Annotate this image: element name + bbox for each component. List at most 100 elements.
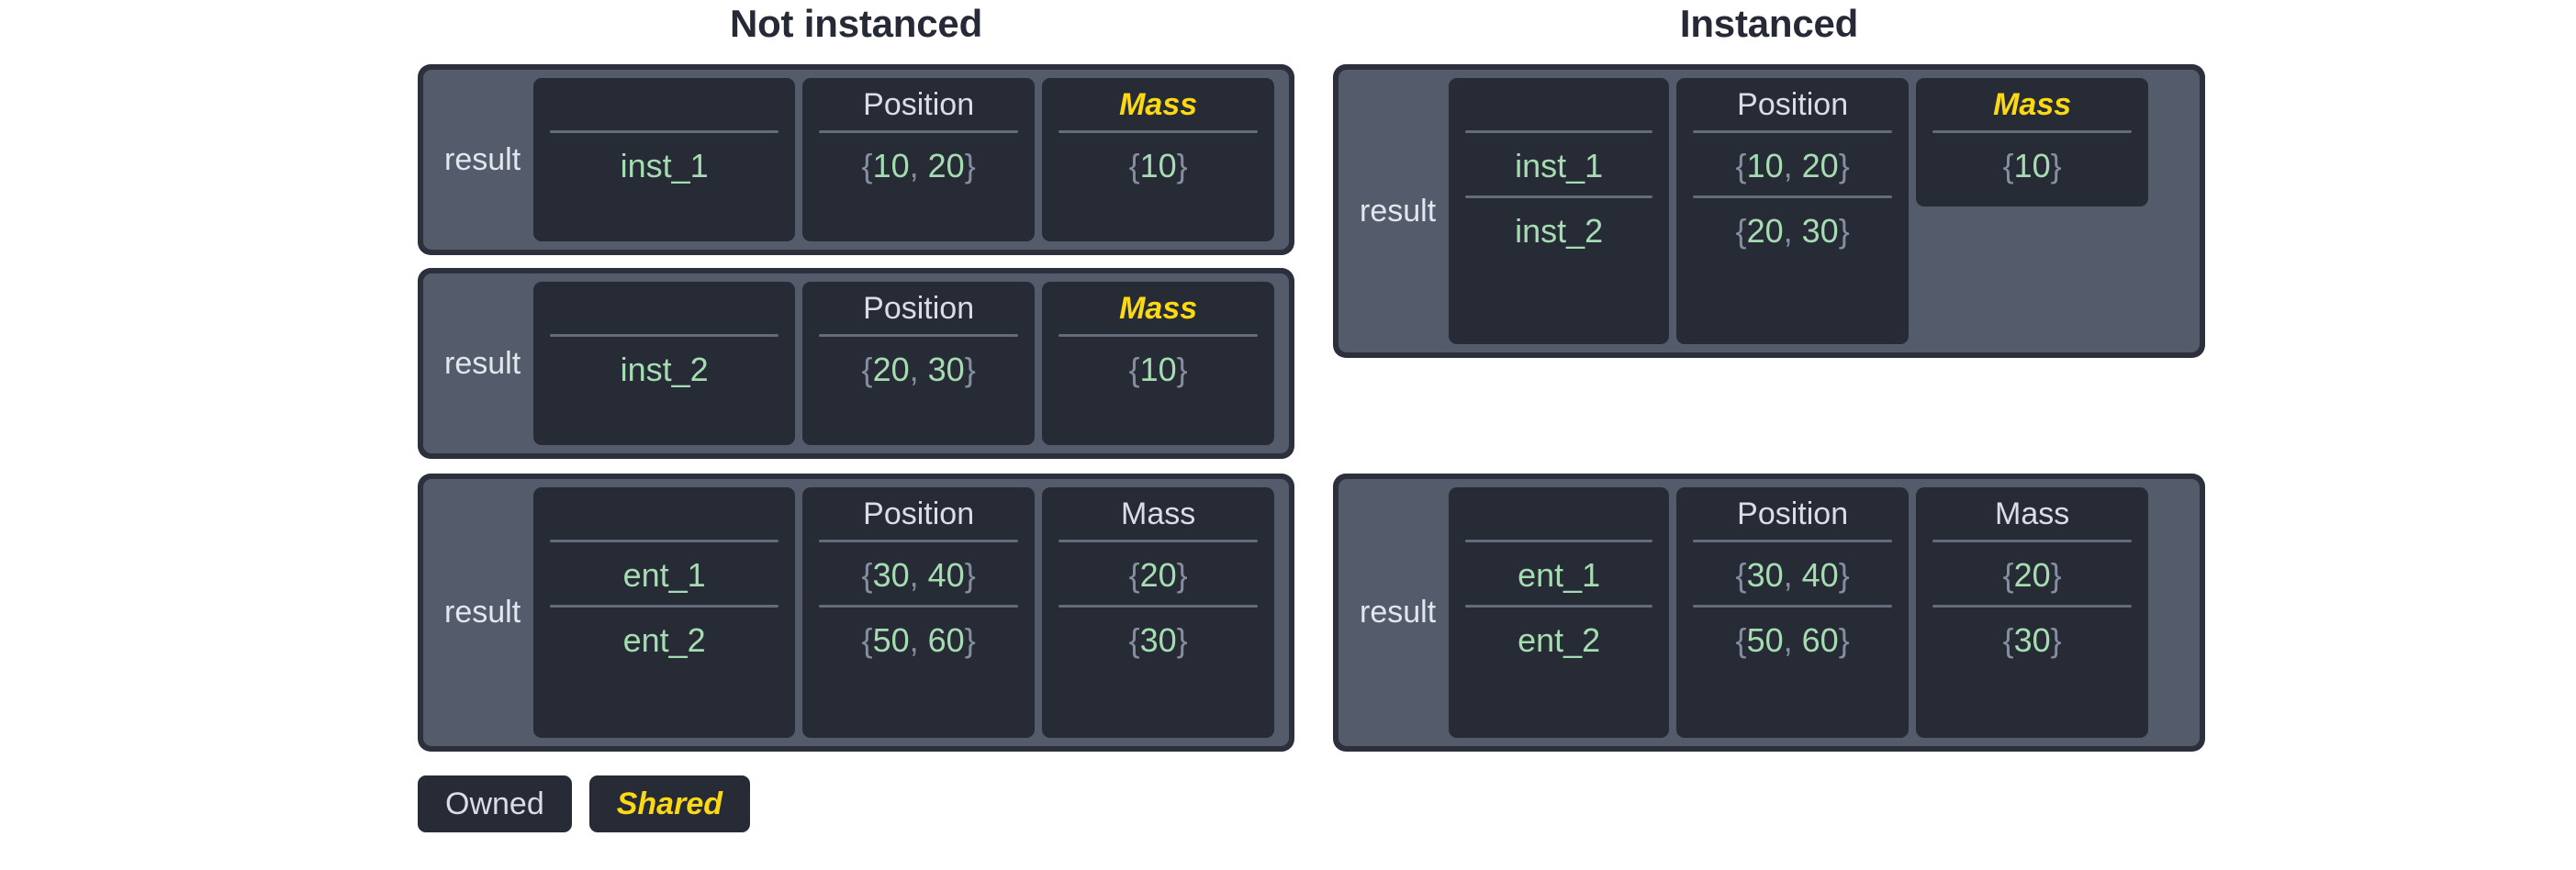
header-divider: [550, 130, 779, 133]
header-divider: [1693, 130, 1893, 133]
entity-name-cell: ent_2: [1518, 621, 1601, 659]
row-divider: [1465, 605, 1653, 608]
mass-value: 10: [2013, 147, 2051, 184]
entity-name-cell: ent_2: [622, 621, 706, 659]
position-y: 30: [1801, 212, 1839, 250]
mass-column: Mass {20} {30}: [1916, 487, 2149, 738]
position-x: 10: [1746, 147, 1784, 184]
row-divider: [1465, 195, 1653, 198]
row-divider: [819, 605, 1019, 608]
position-y: 40: [1801, 556, 1839, 594]
entity-name-cell: inst_1: [1515, 147, 1604, 184]
row-divider: [550, 605, 779, 608]
row-divider: [1058, 605, 1259, 608]
position-cell: {10, 20}: [1735, 147, 1850, 184]
position-cell: {20, 30}: [1735, 212, 1850, 250]
result-label: result: [444, 345, 521, 381]
position-y: 60: [1801, 621, 1839, 659]
header-divider: [1465, 130, 1653, 133]
entity-name-header: [546, 487, 782, 540]
column-title-not-instanced: Not instanced: [729, 2, 983, 45]
header-divider: [550, 540, 779, 542]
entity-name-column: ent_1 ent_2: [1449, 487, 1670, 738]
row-divider: [1932, 605, 2133, 608]
entity-name-column: ent_1 ent_2: [533, 487, 796, 738]
mass-value: 30: [2013, 621, 2051, 659]
entity-name-cell: inst_1: [620, 147, 709, 184]
entity-name-header: [546, 282, 782, 334]
row-divider: [1693, 605, 1893, 608]
component-columns: inst_2 Position {20, 30} Mass {10}: [533, 282, 1281, 445]
position-y: 40: [927, 556, 965, 594]
entity-name-cell: ent_1: [1518, 556, 1601, 594]
position-header: Position: [1737, 496, 1849, 531]
position-column: Position {20, 30}: [802, 282, 1036, 445]
mass-cell: {30}: [2002, 621, 2062, 659]
position-x: 10: [872, 147, 910, 184]
result-card-right-2: result ent_1 ent_2 Position {30, 40} {50…: [1333, 474, 2205, 752]
entity-name-column: inst_1 inst_2: [1449, 78, 1670, 344]
header-divider: [1465, 540, 1653, 542]
position-cell: {50, 60}: [1735, 621, 1850, 659]
mass-header: Mass: [1119, 291, 1198, 326]
position-cell: {30, 40}: [1735, 556, 1850, 594]
result-label: result: [1360, 193, 1437, 229]
mass-value: 20: [2013, 556, 2051, 594]
entity-name-column: inst_1: [533, 78, 796, 241]
position-cell: {30, 40}: [861, 556, 976, 594]
mass-column: Mass {10}: [1042, 78, 1275, 241]
position-header: Position: [863, 496, 975, 531]
component-columns: inst_1 inst_2 Position {10, 20} {20, 30}…: [1449, 78, 2191, 344]
header-divider: [550, 334, 779, 337]
header-divider: [1058, 540, 1259, 542]
column-title-instanced: Instanced: [1679, 2, 1859, 45]
position-x: 50: [1746, 621, 1784, 659]
result-label: result: [444, 595, 521, 630]
mass-cell: {20}: [1128, 556, 1188, 594]
result-card-left-3: result ent_1 ent_2 Position {30, 40} {50…: [418, 474, 1294, 752]
position-y: 20: [1801, 147, 1839, 184]
mass-value: 10: [1139, 147, 1177, 184]
header-divider: [819, 540, 1019, 542]
position-header: Position: [863, 87, 975, 122]
mass-value: 20: [1139, 556, 1177, 594]
component-columns: inst_1 Position {10, 20} Mass {10}: [533, 78, 1281, 241]
mass-column: Mass {10}: [1042, 282, 1275, 445]
mass-cell: {10}: [1128, 351, 1188, 388]
position-x: 20: [872, 351, 910, 388]
entity-columns: ent_1 ent_2 Position {30, 40} {50, 60} M…: [533, 487, 1281, 738]
mass-header: Mass: [1121, 496, 1196, 531]
position-x: 50: [872, 621, 910, 659]
header-divider: [819, 334, 1019, 337]
legend-owned: Owned: [418, 775, 572, 832]
result-label: result: [444, 141, 521, 177]
mass-column: Mass {10}: [1916, 78, 2149, 206]
mass-header: Mass: [1993, 87, 2072, 122]
result-card-left-2: result inst_2 Position {20, 30} Mass {10…: [418, 268, 1294, 459]
header-divider: [1932, 540, 2133, 542]
position-y: 30: [927, 351, 965, 388]
position-column: Position {10, 20}: [802, 78, 1036, 241]
entity-name-cell: ent_1: [622, 556, 706, 594]
header-divider: [1932, 130, 2133, 133]
entity-name-header: [546, 78, 782, 130]
mass-column: Mass {20} {30}: [1042, 487, 1275, 738]
header-divider: [1693, 540, 1893, 542]
entity-name-cell: inst_2: [620, 351, 709, 388]
entity-name-header: [1462, 78, 1656, 130]
legend-shared: Shared: [588, 775, 750, 832]
mass-header: Mass: [1995, 496, 2070, 531]
entity-columns: ent_1 ent_2 Position {30, 40} {50, 60} M…: [1449, 487, 2191, 738]
result-label: result: [1360, 595, 1437, 630]
result-card-right-1: result inst_1 inst_2 Position {10, 20} {…: [1333, 64, 2205, 358]
position-header: Position: [1737, 87, 1849, 122]
header-divider: [819, 130, 1019, 133]
header-divider: [1058, 334, 1259, 337]
header-divider: [1058, 130, 1259, 133]
position-y: 20: [927, 147, 965, 184]
result-card-left-1: result inst_1 Position {10, 20} Mass {10…: [418, 64, 1294, 255]
entity-name-cell: inst_2: [1515, 212, 1604, 250]
mass-cell: {20}: [2002, 556, 2062, 594]
legend: Owned Shared: [418, 775, 750, 832]
